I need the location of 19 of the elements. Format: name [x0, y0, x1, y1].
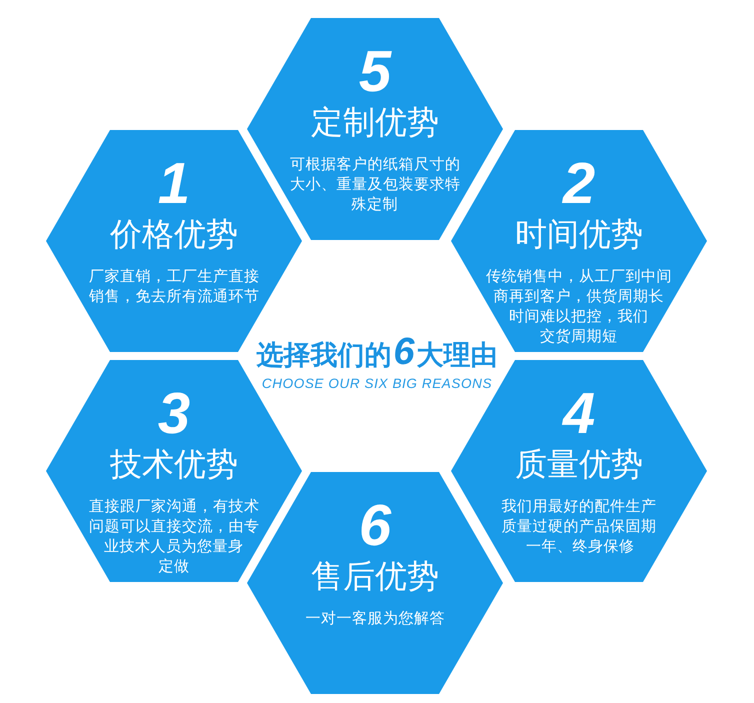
advantage-title: 定制优势 — [311, 104, 439, 140]
advantage-description: 可根据客户的纸箱尺寸的大小、重量及包装要求特殊定制 — [288, 155, 462, 213]
advantage-title: 售后优势 — [311, 558, 439, 594]
step-number: 2 — [562, 155, 596, 213]
step-number: 5 — [358, 43, 392, 101]
hexagon-panel — [247, 18, 503, 240]
step-number: 6 — [358, 497, 392, 555]
advantage-title: 价格优势 — [110, 216, 238, 252]
step-number: 4 — [562, 385, 596, 443]
advantage-description: 一对一客服为您解答 — [304, 609, 446, 627]
advantage-title: 质量优势 — [515, 446, 643, 482]
subheading: CHOOSE OUR SIX BIG REASONS — [262, 376, 492, 392]
advantage-description: 直接跟厂家沟通，有技术问题可以直接交流，由专业技术人员为您量身定做 — [88, 497, 260, 575]
step-number: 3 — [158, 385, 190, 443]
advantage-title: 技术优势 — [110, 446, 238, 482]
advantage-description: 厂家直销，工厂生产直接销售，免去所有流通环节 — [88, 267, 260, 305]
step-number: 1 — [158, 155, 190, 213]
advantage-title: 时间优势 — [515, 216, 643, 252]
advantage-description: 我们用最好的配件生产质量过硬的产品保固期一年、终身保修 — [500, 497, 658, 555]
